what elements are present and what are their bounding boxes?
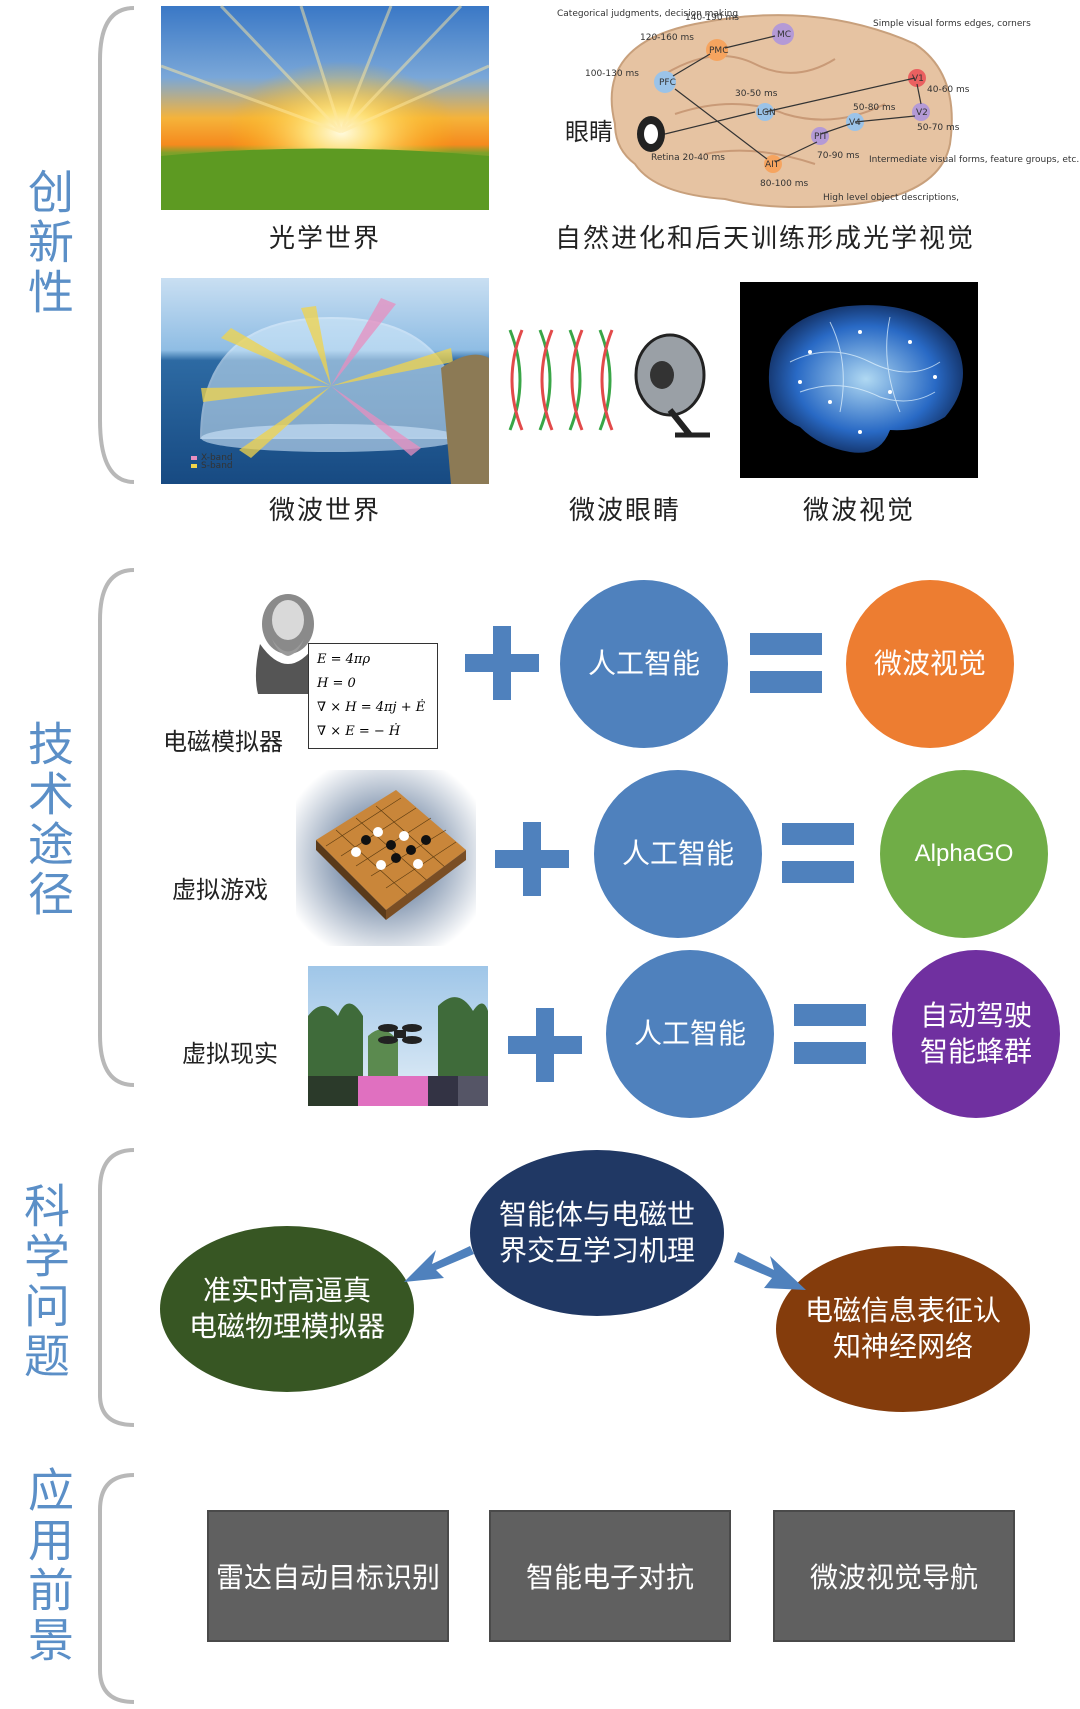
science-left-label: 准实时高逼真 电磁物理模拟器 [188,1274,385,1343]
equation: ∇ × E = − Ḣ [317,724,401,739]
row-label-em-simulator: 电磁模拟器 [163,728,283,756]
ai-circle: 人工智能 [606,950,774,1118]
radar-legend-x: X-band [201,453,233,463]
result-label: 微波视觉 [873,647,986,680]
brain-label: 100-130 ms [585,69,639,79]
section-label-text: 技术途径 [21,720,75,920]
science-right-label: 电磁信息表征认 知神经网络 [804,1294,1001,1363]
section-label-science: 科学问题 [14,1182,74,1394]
equation: E = 4πρ [317,652,371,667]
equals-icon [794,1004,866,1064]
optical-vision-caption: 自然进化和后天训练形成光学视觉 [555,224,976,254]
brain-label: V2 [916,108,928,118]
row-label-virtual-game: 虚拟游戏 [172,876,268,904]
brain-label: Intermediate visual forms, feature group… [869,155,1079,165]
equation: H = 0 [317,676,356,691]
microwave-vision-caption: 微波视觉 [802,496,915,526]
brain-label: V1 [912,74,924,84]
application-item-label: 智能电子对抗 [525,1561,694,1594]
brain-label: PIT [814,132,828,142]
brain-label: LGN [757,108,776,118]
arrow-right-icon [734,1252,806,1290]
application-item-label: 雷达自动目标识别 [215,1561,440,1594]
equals-icon [782,823,854,883]
plus-icon [465,626,539,700]
maxwell-equations: E = 4πρ H = 0 ∇ × H = 4πj + Ė ∇ × E = − … [308,643,438,749]
brain-label: V4 [849,118,861,128]
visual-pathway-brain-diagram: Categorical judgments, decision making 1… [555,4,1079,212]
brain-label: PFC [659,78,676,88]
optical-world-caption: 光学世界 [268,224,381,254]
go-board-image [296,770,476,946]
science-center-ellipse: 智能体与电磁世 界交互学习机理 [470,1150,724,1316]
section-label-text: 应用前景 [21,1466,75,1666]
plus-icon [495,822,569,896]
ai-circle: 人工智能 [560,580,728,748]
microwave-vision-brain-image [740,282,978,478]
brain-label: 80-100 ms [760,179,809,189]
science-left-ellipse: 准实时高逼真 电磁物理模拟器 [160,1226,414,1392]
result-autonomous-swarm: 自动驾驶 智能蜂群 [892,950,1060,1118]
microwave-world-caption: 微波世界 [268,496,381,526]
optical-world-image [160,4,490,210]
row-label-virtual-reality: 虚拟现实 [182,1040,278,1068]
result-microwave-vision: 微波视觉 [846,580,1014,748]
application-item: 智能电子对抗 [489,1510,731,1642]
brain-label: High level object descriptions, [823,193,959,203]
brain-label: Retina 20-40 ms [651,153,725,163]
science-right-ellipse: 电磁信息表征认 知神经网络 [776,1246,1030,1412]
brain-label: 50-80 ms [853,103,896,113]
microwave-world-image: X-band S-band [161,278,489,484]
result-label: AlphaGO [914,840,1014,867]
arrow-left-icon [404,1246,474,1282]
application-item: 微波视觉导航 [773,1510,1015,1642]
brain-label: 120-160 ms [640,33,694,43]
brain-label: 30-50 ms [735,89,778,99]
result-alphago: AlphaGO [880,770,1048,938]
application-item-label: 微波视觉导航 [809,1561,978,1594]
ai-circle-label: 人工智能 [621,837,734,870]
radar-legend-s: S-band [201,461,233,471]
equals-icon [750,633,822,693]
plus-icon [508,1008,582,1082]
brain-label: 140-190 ms [685,13,739,23]
brain-label: Categorical judgments, decision making [557,9,738,19]
section-label-innovation: 创新性 [18,168,78,330]
result-label: 自动驾驶 智能蜂群 [919,999,1032,1068]
brain-label: 50-70 ms [917,123,960,133]
science-center-label: 智能体与电磁世 界交互学习机理 [498,1198,695,1267]
brain-label: Simple visual forms edges, corners [873,19,1031,29]
brain-label: 40-60 ms [927,85,970,95]
eye-label: 眼睛 [565,118,613,146]
brain-label: PMC [709,46,728,56]
equation: ∇ × H = 4πj + Ė [317,700,426,715]
microwave-eye-caption: 微波眼睛 [568,496,681,526]
section-label-technical: 技术途径 [18,720,78,932]
application-item: 雷达自动目标识别 [207,1510,449,1642]
brain-label: 70-90 ms [817,151,860,161]
brain-label: AIT [765,160,780,170]
ai-circle-label: 人工智能 [633,1017,746,1050]
ai-circle-label: 人工智能 [587,647,700,680]
section-label-text: 创新性 [21,168,75,318]
brain-label: MC [777,30,791,40]
section-label-text: 科学问题 [17,1182,71,1382]
microwave-eye-image [508,329,710,438]
virtual-reality-image [308,966,488,1106]
section-label-application: 应用前景 [18,1466,78,1678]
ai-circle: 人工智能 [594,770,762,938]
